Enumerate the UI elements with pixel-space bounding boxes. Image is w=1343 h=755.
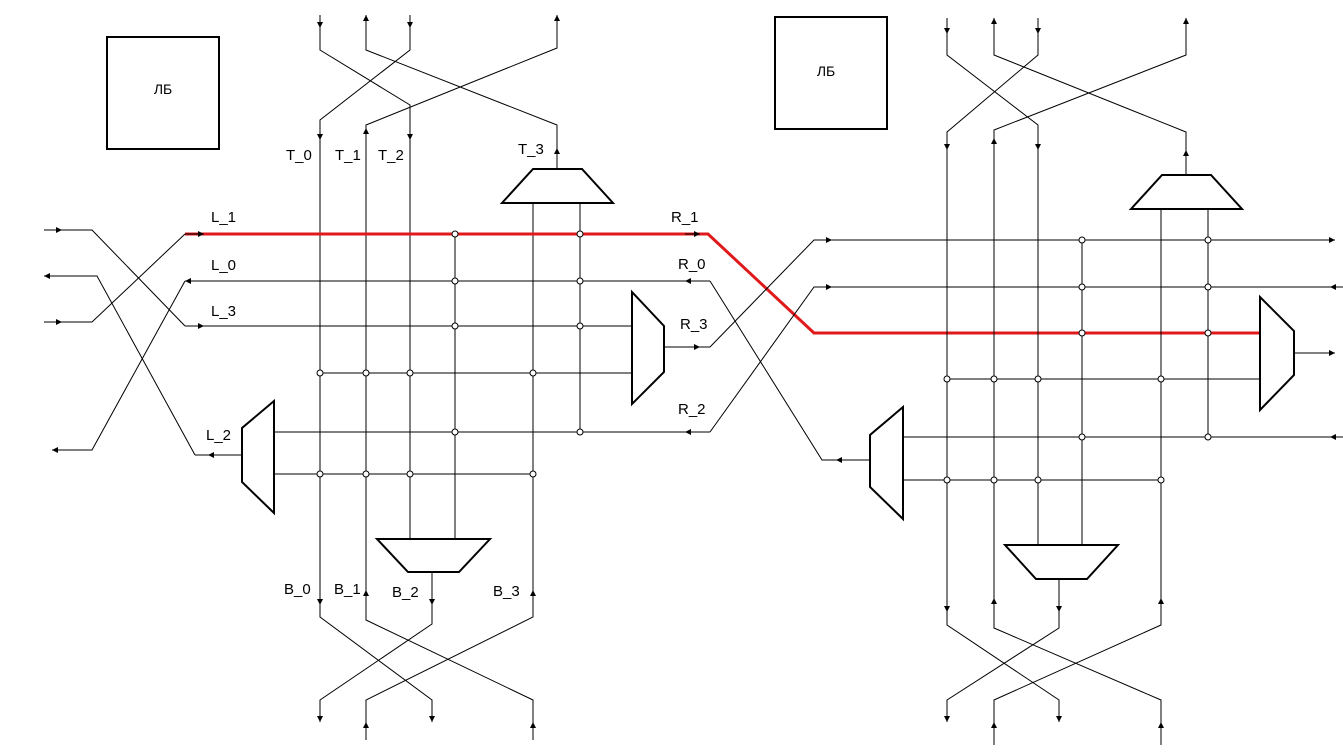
port-label-t3: T_3 — [518, 141, 544, 158]
port-label-r1: R_1 — [671, 209, 699, 226]
left-logic-block — [106, 36, 220, 150]
left-switch-points — [316, 230, 584, 478]
port-label-t0: T_0 — [286, 147, 312, 164]
mux-b2 — [374, 538, 493, 573]
left-switch-block: ЛБ — [44, 15, 1260, 740]
right-top-channel — [944, 18, 1189, 175]
mux-l2 — [241, 398, 275, 516]
right-switch-points — [943, 236, 1212, 484]
right-bottom-channel — [944, 579, 1164, 745]
left-left-channel — [44, 227, 242, 458]
right-logic-block — [774, 16, 888, 130]
left-bottom-channel — [317, 572, 536, 740]
port-label-b1: B_1 — [334, 581, 361, 598]
port-label-b0: B_0 — [284, 581, 311, 598]
port-label-r3: R_3 — [680, 316, 708, 333]
highlighted-route — [185, 232, 1260, 335]
port-label-b2: B_2 — [392, 584, 419, 601]
port-label-l0: L_0 — [211, 257, 236, 274]
right-switch-block: ЛБ — [774, 16, 1343, 745]
port-label-l2: L_2 — [206, 427, 231, 444]
port-label-t2: T_2 — [378, 147, 404, 164]
left-logic-block-label: ЛБ — [154, 81, 172, 97]
port-label-r0: R_0 — [678, 256, 706, 273]
mux-r3 — [631, 289, 665, 407]
port-label-l3: L_3 — [211, 303, 236, 320]
left-top-channel — [317, 15, 560, 170]
right-logic-block-label: ЛБ — [817, 63, 835, 79]
port-label-t1: T_1 — [335, 147, 361, 164]
port-label-l1: L_1 — [211, 209, 236, 226]
port-label-r2: R_2 — [678, 401, 706, 418]
port-label-b3: B_3 — [493, 583, 520, 600]
mux-t3 — [499, 168, 616, 204]
